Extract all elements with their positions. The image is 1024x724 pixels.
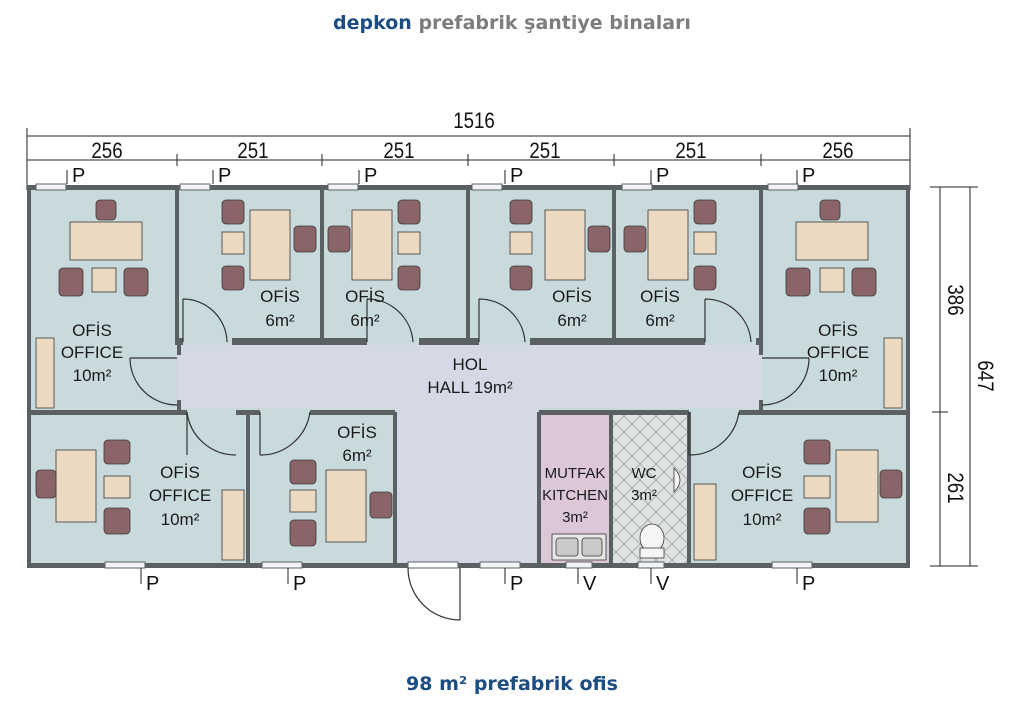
room-office-3-area: 6m²	[350, 311, 380, 330]
room-office-br-name-en: OFFICE	[731, 486, 793, 505]
room-office-small-name: OFİS	[337, 423, 377, 442]
doors	[129, 298, 810, 621]
room-office-2-name: OFİS	[260, 287, 300, 306]
room-office-br-area: 10m²	[743, 510, 782, 529]
mark-p-3: P	[364, 165, 377, 187]
room-office-tr-name-en: OFFICE	[807, 343, 869, 362]
mark-p-1: P	[72, 165, 85, 187]
windows	[35, 183, 813, 569]
mark-p-6: P	[802, 165, 815, 187]
room-office-bl-name-en: OFFICE	[149, 486, 211, 505]
panel-marks	[66, 170, 798, 584]
segment-2-label: 251	[237, 140, 268, 164]
room-wc-area: 3m²	[631, 487, 657, 504]
plan-caption: 98 m² prefabrik ofis	[406, 673, 618, 695]
depth-total-label: 647	[973, 360, 997, 391]
walls	[27, 185, 910, 568]
room-office-4-name: OFİS	[552, 287, 592, 306]
total-width-label: 1516	[453, 110, 495, 134]
room-kitchen-name-en: KITCHEN	[542, 487, 608, 504]
segment-1-label: 256	[91, 140, 122, 164]
segment-3-label: 251	[383, 140, 414, 164]
room-office-tr-area: 10m²	[819, 366, 858, 385]
room-office-5-name: OFİS	[640, 287, 680, 306]
room-office-tl-name: OFİS	[72, 321, 112, 340]
dimension-lines	[26, 128, 978, 567]
mark-p-5: P	[656, 165, 669, 187]
segment-4-label: 251	[529, 140, 560, 164]
mark-p-10: P	[802, 573, 815, 595]
room-office-5-area: 6m²	[645, 311, 675, 330]
room-office-small-area: 6m²	[342, 446, 372, 465]
room-office-3-name: OFİS	[345, 287, 385, 306]
segment-labels: 256 251 251 251 251 256	[91, 140, 853, 164]
depth-bottom-label: 261	[943, 472, 967, 503]
room-office-tr-name: OFİS	[818, 321, 858, 340]
brand-tagline: prefabrik şantiye binaları	[418, 12, 691, 34]
room-labels: OFİS OFFICE 10m² OFİS 6m² OFİS 6m² OFİS …	[61, 287, 869, 529]
mark-p-8: P	[293, 573, 306, 595]
segment-6-label: 256	[822, 140, 853, 164]
room-office-tl-area: 10m²	[73, 366, 112, 385]
room-office-bl-area: 10m²	[161, 510, 200, 529]
depth-top-label: 386	[943, 284, 967, 315]
room-hall-name: HOL	[453, 355, 488, 374]
furniture	[35, 199, 903, 561]
room-hall-area: HALL 19m²	[427, 378, 513, 397]
segment-5-label: 251	[675, 140, 706, 164]
mark-p-7: P	[146, 573, 159, 595]
mark-p-9: P	[510, 573, 523, 595]
page-header: depkon prefabrik şantiye binaları	[0, 12, 1024, 34]
room-office-tl-name-en: OFFICE	[61, 343, 123, 362]
room-office-br-name: OFİS	[742, 463, 782, 482]
room-office-4-area: 6m²	[557, 311, 587, 330]
room-kitchen-area: 3m²	[562, 509, 588, 526]
room-office-2-area: 6m²	[265, 311, 295, 330]
mark-v-1: V	[583, 573, 597, 595]
room-kitchen-name: MUTFAK	[545, 465, 606, 482]
brand-name: depkon	[333, 12, 412, 34]
room-office-bl-name: OFİS	[160, 463, 200, 482]
mark-p-4: P	[510, 165, 523, 187]
room-wc-name: WC	[632, 465, 657, 482]
mark-v-2: V	[656, 573, 670, 595]
panel-mark-labels: P P P P P P P P P V V P	[72, 165, 815, 595]
mark-p-2: P	[218, 165, 231, 187]
